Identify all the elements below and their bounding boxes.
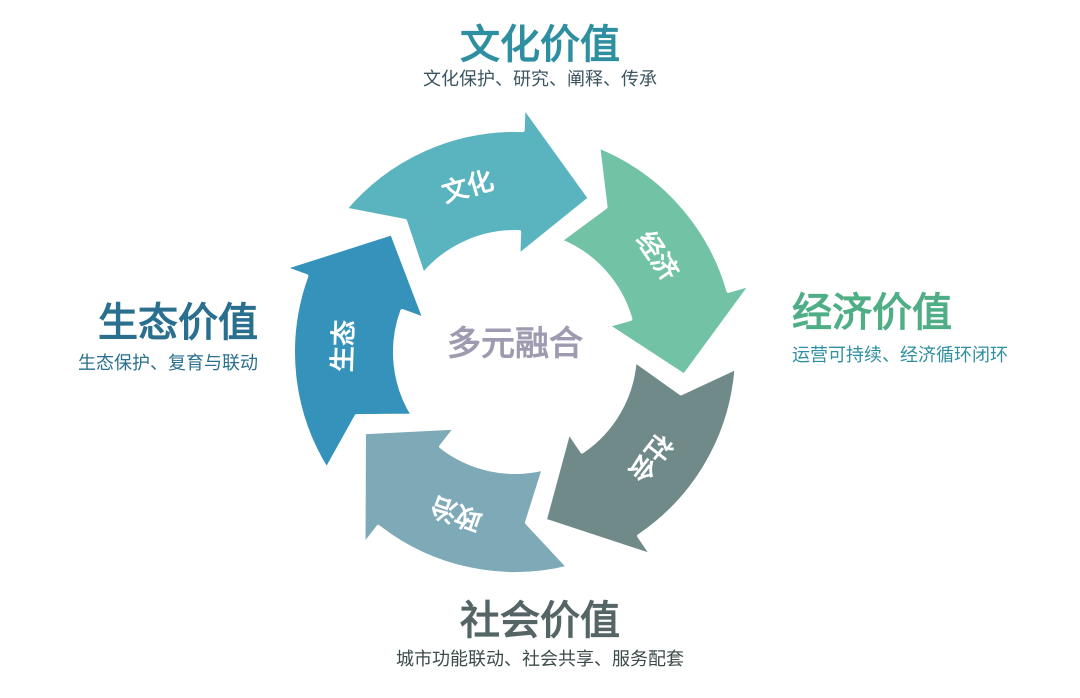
- segment-arrow-economy: [558, 144, 754, 378]
- segment-label-ecology: 生态: [327, 319, 360, 372]
- culture-value: 文化价值 文化保护、研究、阐释、传承: [0, 22, 1080, 92]
- society-value-title: 社会价值: [460, 598, 620, 644]
- culture-value-subtitle: 文化保护、研究、阐释、传承: [423, 69, 657, 90]
- ecology-value-title: 生态价值: [98, 300, 258, 346]
- segment-arrow-culture: [342, 104, 592, 277]
- segment-arrow-ecology: [281, 231, 427, 472]
- center-label: 多元融合: [447, 324, 583, 364]
- ecology-value: 生态价值 生态保护、复育与联动: [20, 300, 258, 376]
- segment-arrow-politics: [361, 425, 571, 576]
- segment-arrow-society: [542, 358, 739, 558]
- society-value: 社会价值 城市功能联动、社会共享、服务配套: [0, 598, 1080, 672]
- economy-value: 经济价值 运营可持续、经济循环闭环: [792, 290, 1008, 368]
- economy-value-title: 经济价值: [792, 290, 952, 336]
- ecology-value-subtitle: 生态保护、复育与联动: [78, 353, 258, 374]
- society-value-subtitle: 城市功能联动、社会共享、服务配套: [396, 649, 684, 670]
- economy-value-subtitle: 运营可持续、经济循环闭环: [792, 345, 1008, 366]
- culture-value-title: 文化价值: [460, 22, 620, 68]
